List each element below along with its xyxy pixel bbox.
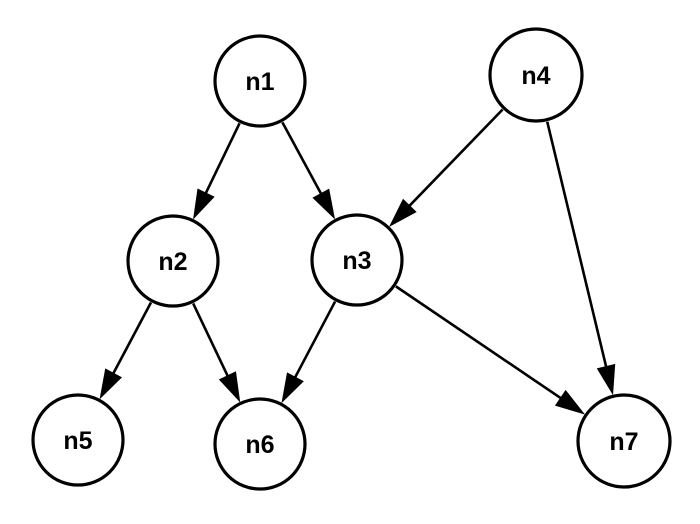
edge-n4-to-n7 <box>545 121 616 396</box>
arrowhead-icon <box>554 389 586 415</box>
graph-node-n7[interactable]: n7 <box>576 393 672 489</box>
node-label: n7 <box>609 428 638 456</box>
node-label: n3 <box>342 247 371 275</box>
edge-n2-to-n6 <box>192 302 241 403</box>
graph-node-n4[interactable]: n4 <box>488 27 584 123</box>
arrowhead-icon <box>312 188 336 220</box>
graph-node-n1[interactable]: n1 <box>213 34 307 128</box>
edge-line <box>281 121 324 197</box>
node-label: n6 <box>245 431 274 459</box>
node-circle[interactable] <box>488 27 584 123</box>
node-label: n4 <box>521 62 550 90</box>
edge-n2-to-n5 <box>99 301 153 400</box>
node-circle[interactable] <box>31 393 125 487</box>
edge-line <box>545 121 608 370</box>
edge-line <box>111 301 153 377</box>
edge-n3-to-n6 <box>281 300 337 404</box>
arrowhead-icon <box>218 371 241 403</box>
node-label: n5 <box>63 427 92 455</box>
arrowhead-icon <box>281 372 304 404</box>
arrowhead-icon <box>596 363 616 396</box>
node-circle[interactable] <box>213 397 307 491</box>
edge-line <box>192 302 230 379</box>
edge-n3-to-n7 <box>395 285 586 415</box>
node-circle[interactable] <box>126 214 220 308</box>
edge-n4-to-n3 <box>388 108 504 227</box>
node-circle[interactable] <box>576 393 672 489</box>
node-label: n1 <box>245 68 274 96</box>
nodes-layer: n1 n2 n3 n4 n5 n6 n7 <box>31 27 672 491</box>
edge-n1-to-n2 <box>193 122 241 220</box>
edge-line <box>406 108 504 209</box>
graph-node-n3[interactable]: n3 <box>310 213 404 307</box>
edge-n1-to-n3 <box>281 121 336 220</box>
edge-line <box>292 300 337 381</box>
edge-line <box>395 285 564 401</box>
arrowhead-icon <box>99 368 123 400</box>
edges-layer <box>99 108 616 415</box>
arrowhead-icon <box>388 198 417 227</box>
arrowhead-icon <box>193 188 215 220</box>
node-circle[interactable] <box>310 213 404 307</box>
graph-node-n6[interactable]: n6 <box>213 397 307 491</box>
graph-node-n5[interactable]: n5 <box>31 393 125 487</box>
graph-node-n2[interactable]: n2 <box>126 214 220 308</box>
node-circle[interactable] <box>213 34 307 128</box>
edge-line <box>203 122 241 196</box>
node-label: n2 <box>158 248 187 276</box>
